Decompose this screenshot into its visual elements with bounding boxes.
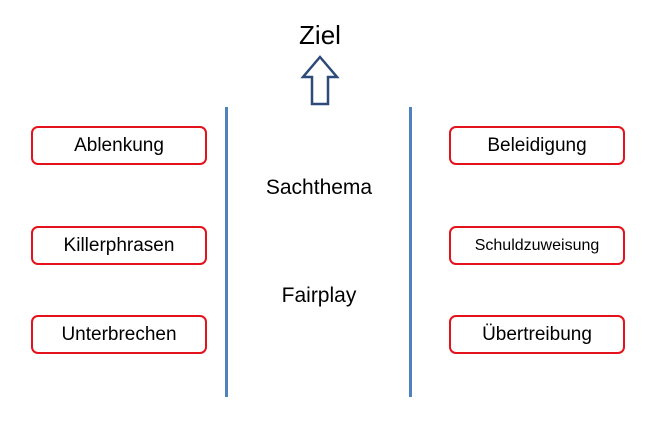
right-box-insult: Beleidigung	[449, 126, 625, 165]
divider-right	[409, 107, 412, 397]
left-box-killer-phrases: Killerphrasen	[31, 226, 207, 265]
right-box-exaggeration: Übertreibung	[449, 315, 625, 354]
divider-left	[225, 107, 228, 397]
fairplay-label: Fairplay	[281, 284, 357, 307]
goal-label: Ziel	[299, 20, 341, 50]
left-box-interrupting: Unterbrechen	[31, 315, 207, 354]
arrow-up-icon	[300, 55, 340, 106]
right-box-blaming: Schuldzuweisung	[449, 226, 625, 265]
topic-label: Sachthema	[265, 176, 373, 199]
left-box-distraction: Ablenkung	[31, 126, 207, 165]
